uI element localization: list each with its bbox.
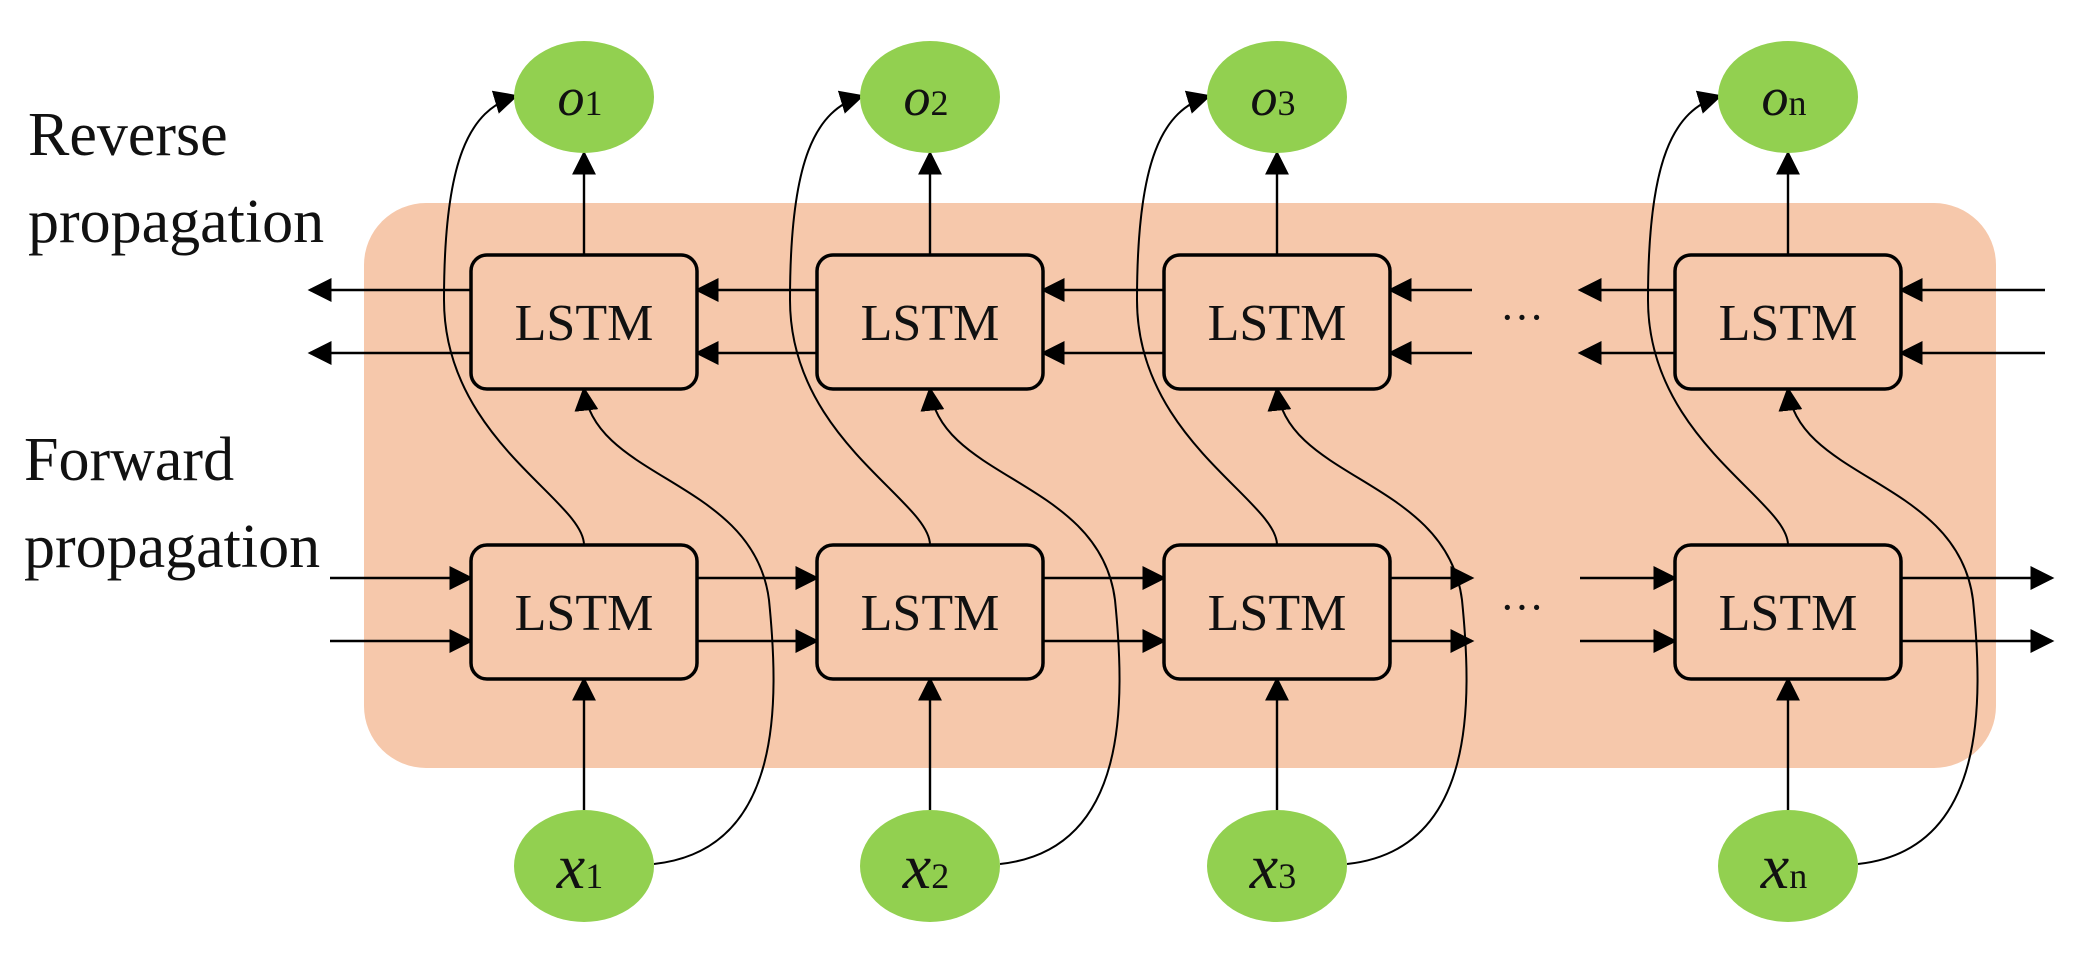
input-node-1: x2 xyxy=(860,810,1000,922)
output-node-label: o1 xyxy=(558,67,603,127)
lstm-cell-label: LSTM xyxy=(515,585,654,642)
output-node-shape xyxy=(514,41,654,153)
lstm-cells: LSTM LSTM LSTM LSTM LSTM LSTM LSTM LSTM xyxy=(469,253,1903,681)
input-node-3: xn xyxy=(1718,810,1858,922)
lstm-cell-box xyxy=(469,543,699,681)
lstm-cell-box xyxy=(815,253,1045,391)
output-node-0: o1 xyxy=(514,41,654,153)
ellipsis-reverse: ··· xyxy=(1500,293,1544,342)
forward-to-output-curve-3 xyxy=(1646,90,1789,546)
input-node-label: x3 xyxy=(1249,831,1296,902)
lstm-cell-box xyxy=(1673,543,1903,681)
lstm-cell-forward-1: LSTM xyxy=(815,543,1045,681)
output-node-label: o2 xyxy=(904,67,949,127)
lstm-cell-label: LSTM xyxy=(1719,585,1858,642)
lstm-cell-label: LSTM xyxy=(1719,295,1858,352)
lstm-cell-label: LSTM xyxy=(861,585,1000,642)
lstm-cell-reverse-3: LSTM xyxy=(1673,253,1903,391)
lstm-cell-box xyxy=(1162,543,1392,681)
input-node-0: x1 xyxy=(514,810,654,922)
forward-label-line2: propagation xyxy=(24,513,320,581)
output-node-shape xyxy=(860,41,1000,153)
reverse-label-line1: Reverse xyxy=(28,101,228,169)
input-node-label: xn xyxy=(1760,831,1807,902)
output-node-3: on xyxy=(1718,41,1858,153)
lstm-cell-label: LSTM xyxy=(1208,585,1347,642)
input-node-shape xyxy=(514,810,654,922)
lstm-cell-forward-2: LSTM xyxy=(1162,543,1392,681)
output-node-label: on xyxy=(1762,67,1807,127)
ellipsis-forward: ··· xyxy=(1500,583,1544,632)
reverse-label-line2: propagation xyxy=(28,188,324,256)
forward-to-output-curve-1 xyxy=(788,90,931,546)
output-node-1: o2 xyxy=(860,41,1000,153)
input-node-shape xyxy=(1207,810,1347,922)
forward-to-output-curve-2 xyxy=(1135,90,1278,546)
lstm-cell-label: LSTM xyxy=(861,295,1000,352)
connection-wires xyxy=(307,90,2055,865)
output-node-shape xyxy=(1207,41,1347,153)
forward-label-line1: Forward xyxy=(24,426,234,494)
output-node-label: o3 xyxy=(1251,67,1296,127)
output-node-2: o3 xyxy=(1207,41,1347,153)
lstm-cell-box xyxy=(469,253,699,391)
lstm-cell-label: LSTM xyxy=(1208,295,1347,352)
lstm-cell-forward-0: LSTM xyxy=(469,543,699,681)
forward-to-output-curve-0 xyxy=(442,90,585,546)
input-node-label: x2 xyxy=(902,831,949,902)
input-to-reverse-curve-2 xyxy=(1267,386,1468,865)
input-to-reverse-curve-1 xyxy=(920,386,1121,865)
lstm-cell-reverse-1: LSTM xyxy=(815,253,1045,391)
input-to-reverse-curve-3 xyxy=(1778,386,1979,865)
output-node-shape xyxy=(1718,41,1858,153)
input-to-reverse-curve-0 xyxy=(574,386,775,865)
lstm-cell-box xyxy=(1162,253,1392,391)
input-node-shape xyxy=(1718,810,1858,922)
lstm-cell-box xyxy=(1673,253,1903,391)
io-nodes: x1 o1 x2 o2 x3 o3 xn on xyxy=(514,41,1858,922)
lstm-cell-forward-3: LSTM xyxy=(1673,543,1903,681)
lstm-cell-box xyxy=(815,543,1045,681)
lstm-cell-reverse-0: LSTM xyxy=(469,253,699,391)
lstm-cell-reverse-2: LSTM xyxy=(1162,253,1392,391)
input-node-label: x1 xyxy=(556,831,603,902)
input-node-shape xyxy=(860,810,1000,922)
input-node-2: x3 xyxy=(1207,810,1347,922)
lstm-cell-label: LSTM xyxy=(515,295,654,352)
